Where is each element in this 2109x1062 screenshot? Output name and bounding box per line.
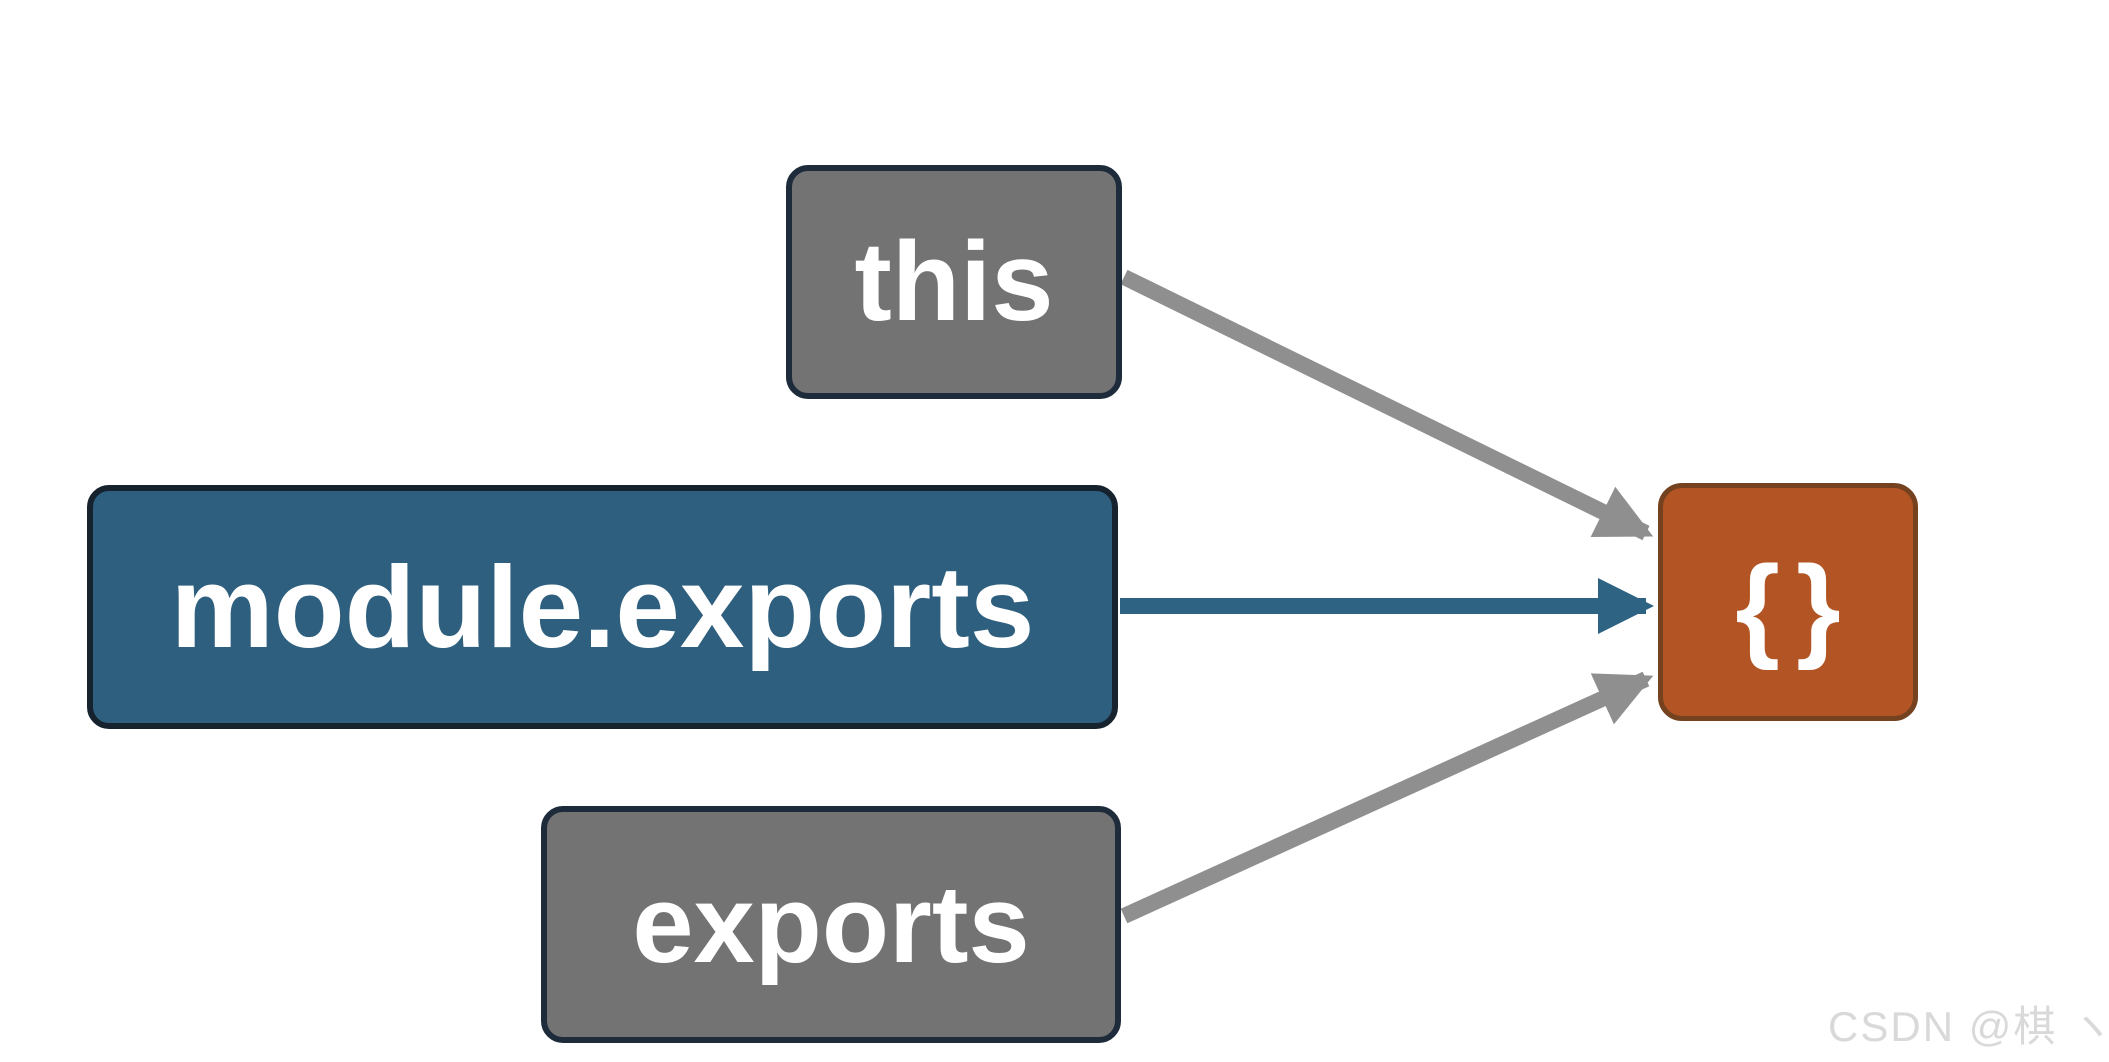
- node-this: this: [786, 165, 1122, 399]
- node-empty-object-label: {}: [1735, 542, 1857, 671]
- node-exports-label: exports: [632, 862, 1030, 986]
- csdn-watermark: CSDN @棋 ヽ: [1828, 1003, 2109, 1050]
- arrow-this-to-object: [1120, 269, 1654, 541]
- node-empty-object: {}: [1658, 483, 1918, 721]
- node-module-exports-label: module.exports: [170, 542, 1035, 672]
- node-exports: exports: [541, 806, 1121, 1043]
- node-module-exports: module.exports: [87, 485, 1118, 729]
- node-this-label: this: [854, 219, 1054, 344]
- arrow-exports-to-object: [1120, 671, 1654, 924]
